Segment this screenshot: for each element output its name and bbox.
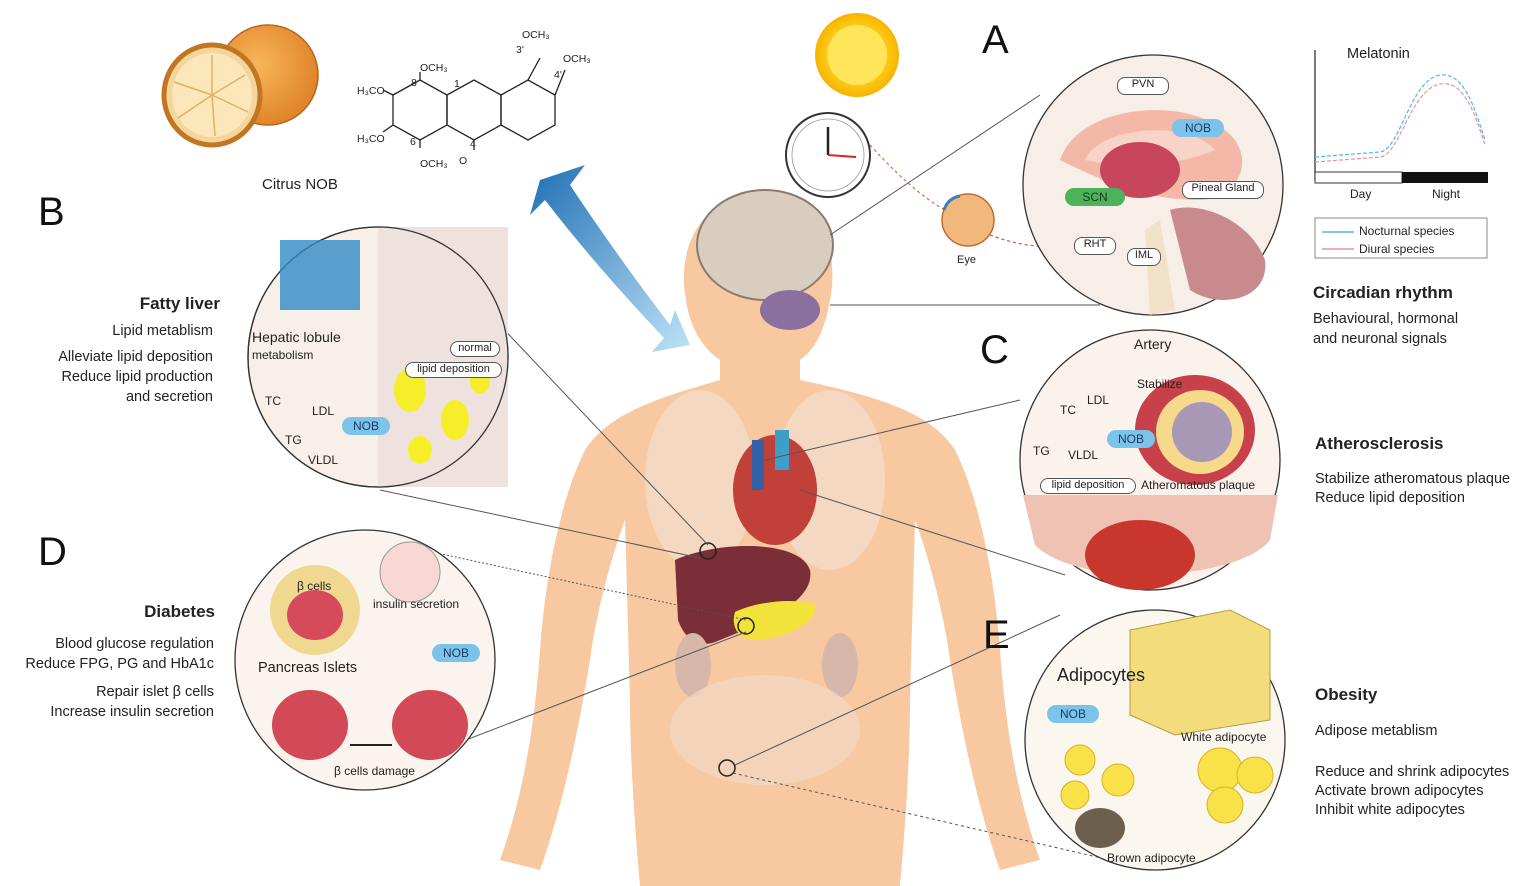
atheromatous-plaque-label: Atheromatous plaque	[1141, 478, 1256, 492]
panel-a-heading: Circadian rhythm	[1313, 283, 1453, 302]
panel-letter-d: D	[38, 530, 67, 574]
structure-group: OCH₃	[420, 62, 448, 74]
rht-label: RHT	[1074, 237, 1116, 255]
artery-label: Artery	[1134, 336, 1172, 352]
panel-letter-a: A	[982, 18, 1009, 62]
citrus-fruit-icon	[161, 24, 319, 148]
pvn-label: PVN	[1117, 77, 1169, 95]
panel-d-line: Increase insulin secretion	[50, 704, 214, 720]
panel-d-pancreas-inset	[234, 529, 496, 791]
panel-letter-e: E	[983, 613, 1010, 657]
eye-label: Eye	[957, 254, 976, 266]
pineal-gland-label: Pineal Gland	[1182, 181, 1264, 199]
structure-group: OCH₃	[522, 29, 550, 41]
hepatic-lobule-label: Hepatic lobule	[252, 329, 341, 345]
panel-c-artery-inset	[1019, 329, 1281, 591]
structure-position: 1	[454, 78, 460, 90]
panel-e-line: Activate brown adipocytes	[1315, 783, 1484, 799]
panel-c-heading: Atherosclerosis	[1315, 434, 1444, 453]
tg-label: TG	[285, 433, 302, 447]
panel-e-adipocyte-inset	[1024, 609, 1286, 871]
structure-position: 4'	[554, 69, 562, 81]
vldl-label: VLDL	[308, 453, 339, 467]
panel-c-line: Stabilize atheromatous plaque	[1315, 471, 1511, 487]
nob-badge-e: NOB	[1047, 705, 1099, 723]
chart-x-label: Night	[1432, 187, 1461, 201]
panel-d-line: Blood glucose regulation	[55, 636, 214, 652]
tg-label: TG	[1033, 444, 1050, 458]
iml-label: IML	[1127, 248, 1161, 266]
structure-position: 6	[410, 136, 416, 148]
adipocytes-label: Adipocytes	[1057, 665, 1146, 685]
compound-name: Citrus NOB	[262, 176, 338, 193]
chart-legend-entry: Nocturnal species	[1359, 224, 1455, 238]
beta-cells-label: β cells	[297, 579, 332, 593]
melatonin-chart	[1314, 50, 1488, 259]
beta-cells-damage-label: β cells damage	[334, 764, 415, 778]
sun-icon	[815, 13, 899, 97]
panel-letter-c: C	[980, 328, 1009, 372]
panel-e-heading: Obesity	[1315, 685, 1378, 704]
panel-b-line: Alleviate lipid deposition	[58, 349, 213, 365]
panel-d-line: Reduce FPG, PG and HbA1c	[25, 656, 214, 672]
structure-group: H₃CO	[357, 133, 385, 145]
panel-d-heading: Diabetes	[144, 602, 215, 621]
stabilize-label: Stabilize	[1137, 377, 1183, 391]
heart-icon	[733, 430, 817, 545]
scn-label: SCN	[1065, 188, 1125, 206]
ldl-label: LDL	[1087, 393, 1110, 407]
pancreas-islets-label: Pancreas Islets	[258, 660, 358, 676]
panel-d-line: Repair islet β cells	[96, 684, 214, 700]
nob-badge-c: NOB	[1107, 430, 1155, 448]
panel-c-line: Reduce lipid deposition	[1315, 490, 1465, 506]
panel-e-line: Inhibit white adipocytes	[1315, 802, 1465, 818]
chart-x-label: Day	[1350, 187, 1372, 201]
tc-label: TC	[1060, 403, 1076, 417]
panel-b-line: Reduce lipid production	[61, 369, 213, 385]
liver-icon	[675, 546, 811, 644]
eye-icon	[941, 193, 995, 247]
structure-position: 4	[470, 138, 476, 150]
panel-e-line: Reduce and shrink adipocytes	[1315, 764, 1510, 780]
melatonin-chart-title: Melatonin	[1347, 46, 1410, 62]
panel-a-line: and neuronal signals	[1313, 331, 1447, 347]
normal-label: normal	[450, 341, 500, 357]
structure-position: 8	[411, 77, 417, 89]
white-adipocyte-label: White adipocyte	[1181, 730, 1267, 744]
nob-intake-arrow	[530, 165, 690, 352]
clock-icon	[785, 112, 871, 198]
panel-b-line: Lipid metablism	[112, 323, 213, 339]
panel-a-line: Behavioural, hormonal	[1313, 311, 1459, 327]
panel-b-liver-inset	[247, 226, 509, 488]
nob-badge-d: NOB	[432, 644, 480, 662]
nob-badge-b: NOB	[342, 417, 390, 435]
metabolism-label: metabolism	[252, 348, 314, 362]
ldl-label: LDL	[312, 404, 335, 418]
structure-group: OCH₃	[420, 158, 448, 170]
nobiletin-structure	[382, 57, 566, 150]
structure-group: H₃CO	[357, 85, 385, 97]
pancreas-icon	[733, 600, 816, 641]
vldl-label: VLDL	[1068, 448, 1099, 462]
lipid-deposition-label: lipid deposition	[1040, 478, 1136, 494]
panel-letter-b: B	[38, 190, 65, 234]
brown-adipocyte-label: Brown adipocyte	[1107, 851, 1196, 865]
chart-legend-entry: Diural species	[1359, 242, 1435, 256]
brain-icon	[696, 189, 834, 301]
structure-carbonyl: O	[459, 155, 468, 167]
lipid-deposition-label: lipid deposition	[405, 362, 502, 378]
nob-badge-a: NOB	[1172, 119, 1224, 137]
panel-b-heading: Fatty liver	[139, 294, 220, 313]
structure-group: OCH₃	[563, 53, 591, 65]
panel-e-line: Adipose metablism	[1315, 723, 1438, 739]
insulin-secretion-label: insulin secretion	[373, 597, 460, 611]
tc-label: TC	[265, 394, 281, 408]
structure-position: 3'	[516, 44, 524, 56]
panel-b-line: and secretion	[125, 389, 213, 405]
